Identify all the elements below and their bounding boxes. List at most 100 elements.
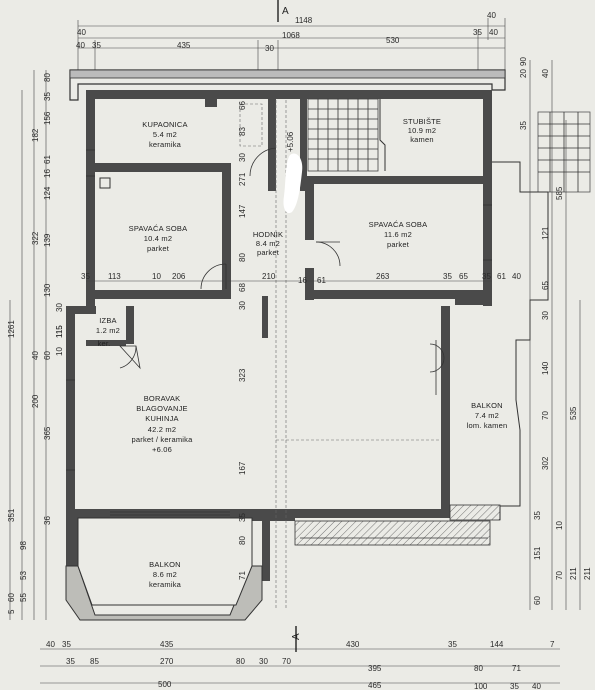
dim-r1-140: 140 — [541, 361, 550, 375]
dim-ih-263: 263 — [376, 272, 390, 281]
left-dimensions: 80 35 156 61 16 124 139 130 30 40 60 10 … — [7, 70, 64, 620]
room-spavaca1-finish: parket — [147, 244, 170, 253]
room-balkon1-finish: keramika — [149, 580, 182, 589]
bottom-dimensions: 40 35 435 430 35 144 7 35 85 270 80 30 7… — [40, 640, 560, 690]
dim-iv-167: 167 — [238, 461, 247, 475]
room-spavaca-2: SPAVAĆA SOBA 11.6 m2 parket — [369, 220, 428, 249]
room-stubiste-area: 10.9 m2 — [408, 126, 437, 135]
room-balkon-1: BALKON 8.6 m2 keramika — [149, 560, 182, 589]
dim-l1-16: 16 — [43, 169, 52, 178]
dim-r2-585: 585 — [555, 186, 564, 200]
dim-ih-61: 61 — [317, 276, 326, 285]
dim-b1-435: 435 — [160, 640, 174, 649]
room-boravak-finish: parket / keramika — [132, 435, 194, 444]
dim-b2-70: 70 — [282, 657, 291, 666]
dim-b2-270: 270 — [160, 657, 174, 666]
dim-top-35: 35 — [473, 28, 482, 37]
room-izba-area: 1.2 m2 — [96, 326, 120, 335]
room-hodnik-area: 8.4 m2 — [256, 239, 280, 248]
dim-top3-435: 435 — [177, 41, 191, 50]
dim-r2-211: 211 — [569, 567, 578, 580]
right-balcony-outline — [449, 161, 549, 521]
dim-b1-35: 35 — [62, 640, 71, 649]
dim-top-40: 40 — [489, 28, 498, 37]
stair-level-mark: +5.06 — [286, 131, 295, 152]
room-balkon1-area: 8.6 m2 — [153, 570, 177, 579]
room-izba-name: IZBA — [99, 316, 116, 325]
dim-top3-40: 40 — [76, 41, 85, 50]
dim-b2-35: 35 — [66, 657, 75, 666]
room-hodnik: HODNIK 8.4 m2 parket — [253, 230, 283, 257]
bath-fixture — [205, 99, 217, 107]
room-hodnik-finish: parket — [257, 248, 280, 257]
dim-r1-20: 20 — [519, 69, 528, 78]
room-boravak-name2: BLAGOVANJE — [136, 404, 187, 413]
room-izba-finish: ker. — [98, 339, 111, 348]
dim-ih-16: 16 — [298, 276, 307, 285]
dim-iv-80b: 80 — [238, 536, 247, 545]
dim-ih-35c: 35 — [482, 272, 491, 281]
dim-l1-55: 55 — [19, 593, 28, 602]
dim-r1-70: 70 — [541, 411, 550, 420]
dim-l1-53: 53 — [19, 571, 28, 580]
outer-slab — [69, 69, 506, 101]
room-stubiste-name: STUBIŠTE — [403, 117, 441, 126]
dim-b2-395: 395 — [368, 664, 382, 673]
external-stair — [537, 111, 591, 193]
dim-iv2-66: 66 — [238, 101, 247, 110]
dim-b2-80: 80 — [236, 657, 245, 666]
dim-ih-113: 113 — [108, 272, 121, 281]
dim-r1-65: 65 — [541, 281, 550, 290]
dim-l2-322: 322 — [31, 231, 40, 245]
dim-b3-100: 100 — [474, 682, 488, 690]
dim-b2-85: 85 — [90, 657, 99, 666]
room-kupaonica-name: KUPAONICA — [142, 120, 187, 129]
dim-b1-35b: 35 — [448, 640, 457, 649]
dim-r1-40: 40 — [541, 69, 550, 78]
dim-l1-80: 80 — [43, 73, 52, 82]
dim-ih-40: 40 — [512, 272, 521, 281]
room-spavaca1-area: 10.4 m2 — [144, 234, 173, 243]
dim-ih-206: 206 — [172, 272, 186, 281]
dim-r1-60: 60 — [533, 596, 542, 605]
dim-l1-98: 98 — [19, 541, 28, 550]
dim-top-right: 40 — [487, 11, 496, 20]
dim-ih-35b: 35 — [443, 272, 452, 281]
dim-r1-35: 35 — [519, 121, 528, 130]
room-balkon1-name: BALKON — [149, 560, 181, 569]
dim-iv-80: 80 — [238, 253, 247, 262]
dim-l3-1261: 1261 — [7, 320, 16, 338]
dim-ih-10: 10 — [152, 272, 161, 281]
dim-l2-115: 115 — [55, 325, 64, 338]
dim-b1-7: 7 — [550, 640, 555, 649]
staircase — [307, 98, 386, 172]
dim-l1-156: 156 — [43, 111, 52, 125]
dim-r2-10: 10 — [555, 521, 564, 530]
room-balkon2-name: BALKON — [471, 401, 503, 410]
dim-top-left: 40 — [77, 28, 86, 37]
dim-r1-90: 90 — [519, 57, 528, 66]
section-marker-bottom: A — [291, 626, 302, 652]
dim-b3-35: 35 — [510, 682, 519, 690]
fixture-square — [99, 177, 111, 189]
doors — [119, 147, 445, 395]
dim-r2-211b: 211 — [583, 567, 592, 580]
dim-l1-139: 139 — [43, 233, 52, 247]
redaction-mark — [283, 153, 303, 214]
dim-top3-35: 35 — [92, 41, 101, 50]
room-spavaca2-name: SPAVAĆA SOBA — [369, 220, 428, 229]
room-balkon-2: BALKON 7.4 m2 lom. kamen — [467, 401, 508, 430]
dim-b2-30: 30 — [259, 657, 268, 666]
dim-r1-151: 151 — [533, 546, 542, 560]
room-balkon2-area: 7.4 m2 — [475, 411, 499, 420]
dim-l1-5: 5 — [7, 609, 16, 614]
room-boravak: BORAVAK BLAGOVANJE KUHINJA 42.2 m2 parke… — [132, 394, 194, 454]
dim-l1-40: 40 — [31, 351, 40, 360]
bottom-balcony — [65, 517, 491, 621]
dim-iv-147: 147 — [238, 204, 247, 218]
room-boravak-name3: KUHINJA — [145, 414, 179, 423]
dim-top3-30: 30 — [265, 44, 274, 53]
dim-l1-10: 10 — [55, 347, 64, 356]
dim-l2-182: 182 — [31, 128, 40, 142]
